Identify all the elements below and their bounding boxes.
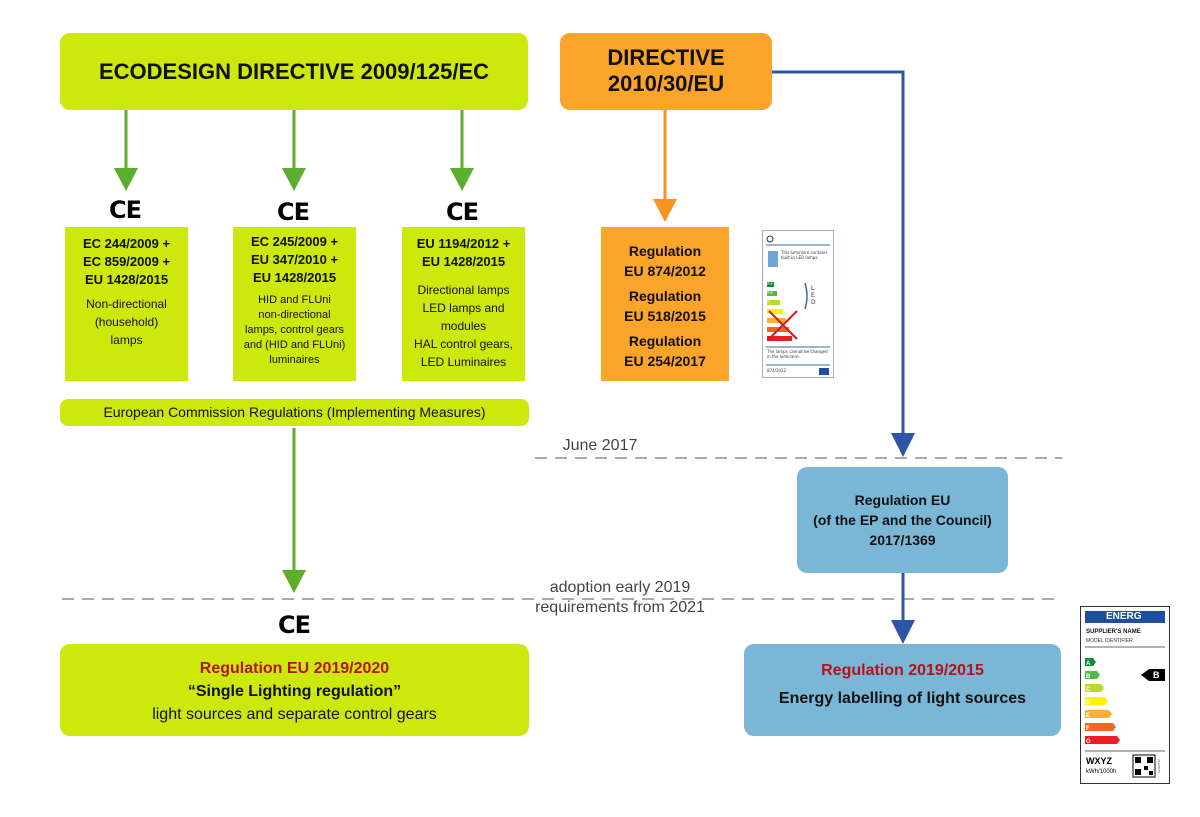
reg-box-2-code: EU 347/2010 + xyxy=(250,252,339,267)
reg-box-2-desc: and (HID and FLUni) xyxy=(243,339,346,351)
reg-box-2-desc: non-directional xyxy=(258,309,331,321)
directive-box: DIRECTIVE 2010/30/EU xyxy=(560,33,772,110)
old-label-code: 874/2012 xyxy=(767,368,787,373)
ecodesign-title: ECODESIGN DIRECTIVE 2009/125/EC xyxy=(98,59,490,84)
reg-box-3-desc: modules xyxy=(440,319,487,333)
label-side-code: 2019/2015 xyxy=(1157,759,1161,774)
energy-class: D xyxy=(1086,700,1091,706)
consumption-value: WXYZ xyxy=(1086,756,1112,766)
orange-reg-item: Regulation EU 874/2012 xyxy=(601,241,729,281)
regulation-eu-line2: (of the EP and the Council) xyxy=(813,512,992,528)
orange-reg-label: Regulation xyxy=(628,333,702,349)
reg-box-1-desc: lamps xyxy=(110,333,143,347)
orange-reg-code: EU 518/2015 xyxy=(624,308,706,324)
old-label-class: A xyxy=(767,299,770,304)
reg-box-1-desc: (household) xyxy=(94,315,159,329)
energy-labelling-title: Regulation 2019/2015 xyxy=(821,662,984,679)
old-label-class: A+ xyxy=(767,290,774,295)
reg-box-3-code: EU 1194/2012 + xyxy=(416,236,511,251)
selected-class-badge: B xyxy=(1153,670,1160,680)
reg-box-3-code: EU 1428/2015 xyxy=(421,254,506,269)
green-arrow-2 xyxy=(282,110,306,191)
reg-box-1-code: EC 859/2009 + xyxy=(82,254,171,269)
energy-class: E xyxy=(1086,713,1091,719)
single-lighting-title: Regulation EU 2019/2020 xyxy=(199,660,390,677)
energy-labelling-regulation-box: Regulation 2019/2015 Energy labelling of… xyxy=(744,644,1061,736)
old-label-led: LED xyxy=(811,285,816,306)
directive-line2: 2010/30/EU xyxy=(607,71,725,96)
reg-box-2-desc: HID and FLUni xyxy=(258,294,331,306)
orange-regulations-box: Regulation EU 874/2012 Regulation EU 518… xyxy=(601,227,729,381)
reg-box-2-code: EC 245/2009 + xyxy=(250,234,339,249)
orange-arrow xyxy=(653,110,677,222)
energy-class: B xyxy=(1086,674,1091,680)
ce-mark-icon-1: CE xyxy=(109,196,142,224)
green-arrow-1 xyxy=(114,110,138,191)
ecodesign-directive-box: ECODESIGN DIRECTIVE 2009/125/EC xyxy=(60,33,528,110)
single-lighting-desc: light sources and separate control gears xyxy=(152,706,437,723)
ce-mark-icon-2: CE xyxy=(277,198,310,226)
green-arrow-down xyxy=(282,428,306,593)
ce-mark-icon-3: CE xyxy=(446,198,479,226)
reg-box-3-desc: Directional lamps xyxy=(417,283,510,297)
energy-class: G xyxy=(1086,739,1091,745)
reg-box-2: EC 245/2009 + EU 347/2010 + EU 1428/2015… xyxy=(233,227,356,381)
ce-mark-icon-4: CE xyxy=(278,611,311,639)
energy-labelling-desc: Energy labelling of light sources xyxy=(778,690,1027,707)
energy-class: F xyxy=(1086,726,1090,732)
energy-brand: ENERG xyxy=(1106,611,1142,622)
reg-box-2-desc: luminaires xyxy=(269,354,320,366)
orange-reg-code: EU 254/2017 xyxy=(624,353,706,369)
reg-box-1-code: EU 1428/2015 xyxy=(84,272,169,287)
orange-reg-label: Regulation xyxy=(628,243,702,259)
model-identifier: MODEL IDENTIFIER xyxy=(1086,638,1133,644)
new-energy-label: ENERG SUPPLIER'S NAME MODEL IDENTIFIER A… xyxy=(1080,606,1170,784)
regulation-eu-line1: Regulation EU xyxy=(854,492,951,508)
green-arrow-3 xyxy=(450,110,474,191)
adoption-label: adoption early 2019 requirements from 20… xyxy=(500,578,740,618)
energy-class: C xyxy=(1086,687,1091,693)
regulation-eu-line3: 2017/1369 xyxy=(869,532,936,548)
old-label-class: A++ xyxy=(767,281,777,286)
orange-reg-code: EU 874/2012 xyxy=(624,263,706,279)
orange-reg-item: Regulation EU 518/2015 xyxy=(601,286,729,326)
adoption-line2: requirements from 2021 xyxy=(535,599,705,616)
regulation-eu-2017-box: Regulation EU (of the EP and the Council… xyxy=(797,467,1008,573)
adoption-line1: adoption early 2019 xyxy=(549,579,691,596)
energy-class-labels: A B C D E F G xyxy=(1086,658,1091,749)
directive-line1: DIRECTIVE xyxy=(607,45,725,70)
reg-box-3-desc: HAL control gears, xyxy=(414,337,513,351)
reg-box-1-code: EC 244/2009 + xyxy=(82,236,171,251)
consumption-unit: kWh/1000h xyxy=(1086,769,1117,775)
blue-arrow-bottom xyxy=(891,573,915,644)
old-label-footer: The lamps cannot be changed in the lumin… xyxy=(767,349,828,359)
june-2017-label: June 2017 xyxy=(562,437,638,454)
orange-reg-item: Regulation EU 254/2017 xyxy=(601,331,729,371)
blue-arrow-top xyxy=(772,70,915,457)
single-lighting-regulation-box: Regulation EU 2019/2020 “Single Lighting… xyxy=(60,644,529,736)
old-energy-label: This luminaire contains built-in LED lam… xyxy=(762,230,834,378)
reg-box-3-desc: LED Luminaires xyxy=(420,355,507,369)
reg-box-2-code: EU 1428/2015 xyxy=(252,270,337,285)
commission-regulations-bar: European Commission Regulations (Impleme… xyxy=(60,399,529,426)
single-lighting-subtitle: “Single Lighting regulation” xyxy=(187,683,402,700)
reg-box-1: EC 244/2009 + EC 859/2009 + EU 1428/2015… xyxy=(65,227,188,381)
commission-label: European Commission Regulations (Impleme… xyxy=(103,404,486,420)
reg-box-2-desc: lamps, control gears xyxy=(244,324,345,336)
energy-class: A xyxy=(1086,661,1091,667)
old-label-text: This luminaire contains built-in LED lam… xyxy=(781,250,828,260)
reg-box-3: EU 1194/2012 + EU 1428/2015 Directional … xyxy=(402,227,525,381)
orange-reg-label: Regulation xyxy=(628,288,702,304)
supplier-name: SUPPLIER'S NAME xyxy=(1086,629,1141,635)
reg-box-1-desc: Non-directional xyxy=(86,297,167,311)
reg-box-3-desc: LED lamps and xyxy=(422,301,505,315)
